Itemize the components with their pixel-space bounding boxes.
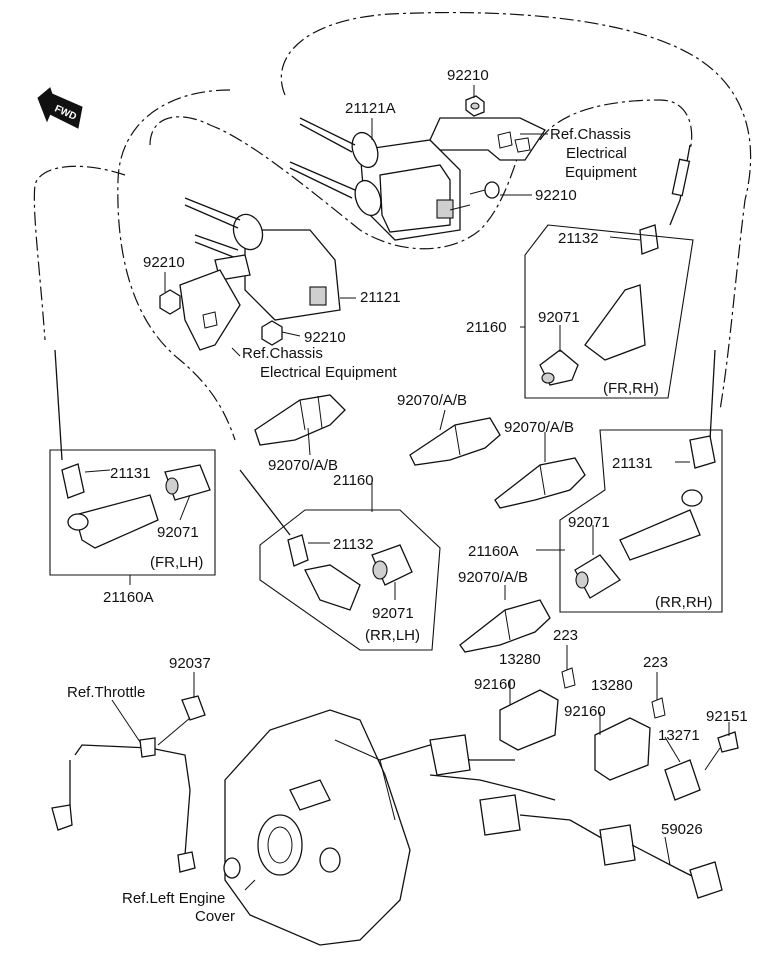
label-92160-a: 92160 [474,676,516,693]
throttle-cable [51,737,196,873]
label-ref-left-engine-2: Cover [195,908,235,925]
bolt-92151 [704,731,739,771]
label-21132-top: 21132 [558,230,599,247]
bracket-mid [179,269,241,351]
label-21160-center: 21160 [333,472,374,489]
boot-92071-left [164,464,211,501]
label-92071-right: 92071 [568,514,610,531]
label-92037: 92037 [169,655,211,672]
label-ref-throttle: Ref.Throttle [67,684,145,701]
bracket-top [429,117,546,161]
group-box-fr-lh [49,449,216,576]
outer-dashed-boundary [280,11,752,411]
ignition-coil-21121 [184,197,341,321]
left-engine-cover [223,709,411,946]
spark-plug-92070-left [254,394,346,446]
label-59026: 59026 [661,821,703,838]
label-92071-left: 92071 [157,524,199,541]
label-rr-lh: (RR,LH) [365,627,420,644]
label-92210-mid: 92210 [304,329,346,346]
label-13280-a: 13280 [499,651,541,668]
bracket-13280-b [594,697,666,781]
label-21160A-right: 21160A [468,543,519,560]
label-ref-left-engine-1: Ref.Left Engine [122,890,225,907]
label-21121: 21121 [360,289,401,306]
label-ref-chassis-top-2: Electrical [566,145,627,162]
cap-21131-right [689,349,716,469]
label-92071-center: 92071 [372,605,414,622]
clamp-13271 [664,759,701,801]
label-223-a: 223 [553,627,578,644]
cap-21131-left [54,349,85,499]
boot-21160A-right [619,489,703,561]
bracket-13280-a [499,667,576,751]
left-dashed-boundary [117,89,236,441]
nut-92210-mid [261,320,283,346]
nut-92210-left [159,289,181,315]
label-ref-chassis-mid-1: Ref.Chassis [242,345,323,362]
label-21121A: 21121A [345,100,396,117]
label-fr-lh: (FR,LH) [150,554,203,571]
label-13271: 13271 [658,727,700,744]
ignition-coil-21121A [289,117,471,241]
nut-92210-top [465,95,485,117]
right-lead-dashed [539,99,693,151]
label-rr-rh: (RR,RH) [655,594,713,611]
spark-plug-92070-top [409,417,501,466]
boot-92071-center [371,544,413,586]
group-box-rr-rh [559,429,723,613]
label-21132-center: 21132 [333,536,374,553]
label-21160A-left: 21160A [103,589,154,606]
label-92160-b: 92160 [564,703,606,720]
label-13280-b: 13280 [591,677,633,694]
label-92210-right: 92210 [535,187,577,204]
label-92210-top: 92210 [447,67,489,84]
nut-92210-right [469,181,500,199]
boot-92071-fr-rh [539,349,579,386]
label-92210-left: 92210 [143,254,185,271]
leader-lines [84,85,730,891]
label-21131-left: 21131 [110,465,151,482]
group-box-fr-rh [524,224,694,399]
spark-plug-92070-bottom [459,599,551,653]
boot-21160A-left [67,494,159,549]
clamp-92037 [157,695,206,746]
boot-21160-center [304,564,361,611]
label-21160-right: 21160 [466,319,507,336]
boot-92071-right [574,554,621,599]
plug-cap-21132-right [584,144,691,361]
label-92151: 92151 [706,708,748,725]
fwd-arrow-icon: FWD [37,87,83,129]
label-92070-top: 92070/A/B [397,392,467,409]
label-ref-chassis-top-3: Equipment [565,164,638,181]
label-ref-chassis-top-1: Ref.Chassis [550,126,631,143]
label-fr-rh: (FR,RH) [603,380,659,397]
group-box-rr-lh [259,509,441,651]
label-92070-bottom: 92070/A/B [458,569,528,586]
label-92070-left: 92070/A/B [268,457,338,474]
cap-21132-center [239,469,309,567]
pickup-wiring [379,734,723,899]
left-lead-dashed [33,165,126,341]
spark-plug-92070-mid [494,457,586,509]
label-ref-chassis-mid-2: Electrical Equipment [260,364,398,381]
label-21131-right: 21131 [612,455,653,472]
label-92071-top: 92071 [538,309,580,326]
label-223-b: 223 [643,654,668,671]
label-92070-mid: 92070/A/B [504,419,574,436]
inner-dashed-loop [149,116,521,250]
